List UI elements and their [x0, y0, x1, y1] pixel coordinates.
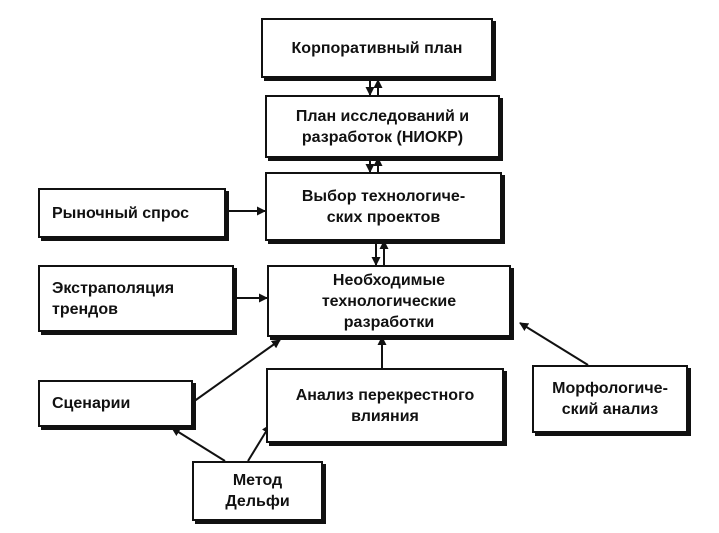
label-rd-plan: План исследований и разработок (НИОКР): [295, 107, 470, 146]
box-cross-impact: Анализ перекрестного влияния: [266, 368, 504, 443]
label-market-demand: Рыночный спрос: [52, 204, 190, 222]
box-trend-extrapolation: Экстраполяция трендов: [38, 265, 234, 332]
box-rd-plan: План исследований и разработок (НИОКР): [265, 95, 500, 158]
label-project-selection: Выбор технологиче- ских проектов: [301, 187, 466, 226]
label-corporate-plan: Корпоративный план: [291, 39, 463, 57]
label-scenarios: Сценарии: [52, 395, 131, 412]
label-morphological: Морфологиче- ский анализ: [552, 380, 668, 418]
box-market-demand: Рыночный спрос: [38, 188, 226, 238]
arrow-morph-to-required: [519, 322, 589, 366]
label-cross-impact: Анализ перекрестного влияния: [295, 386, 475, 425]
box-corporate-plan: Корпоративный план: [261, 18, 493, 78]
box-project-selection: Выбор технологиче- ских проектов: [265, 172, 502, 241]
box-required-developments: Необходимые технологические разработки: [267, 265, 511, 337]
label-trend-extrapolation: Экстраполяция трендов: [52, 279, 175, 318]
label-required-developments: Необходимые технологические разработки: [321, 271, 457, 331]
arrow-delphi-to-scenarios: [171, 427, 226, 462]
arrow-scenarios-to-required: [192, 339, 281, 403]
box-delphi: Метод Дельфи: [192, 461, 323, 521]
box-scenarios: Сценарии: [38, 380, 193, 427]
box-morphological: Морфологиче- ский анализ: [532, 365, 688, 433]
label-delphi: Метод Дельфи: [225, 472, 290, 510]
